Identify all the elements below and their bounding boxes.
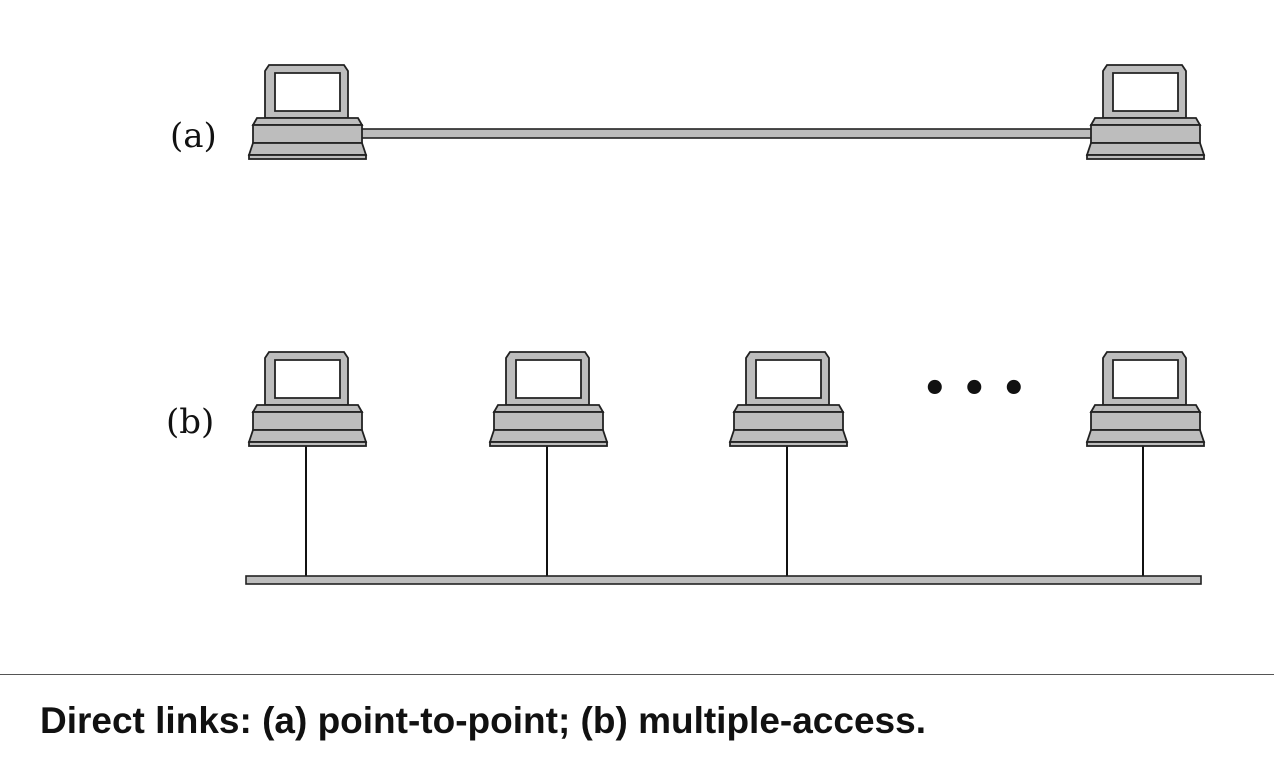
figure-caption: Direct links: (a) point-to-point; (b) mu…: [40, 700, 926, 741]
panel-b-label: (b): [166, 402, 214, 442]
computer-icon: [1086, 351, 1205, 447]
computer-icon: [248, 64, 367, 160]
ellipsis: • • •: [922, 366, 1027, 412]
panel-a: (a): [170, 64, 1205, 160]
computer-icon: [248, 351, 367, 447]
network-diagram: (a) (b) • • •: [166, 64, 1205, 585]
panel-b: (b) • • •: [166, 351, 1205, 585]
panel-a-label: (a): [170, 116, 217, 156]
point-to-point-link: [359, 128, 1093, 139]
shared-bus: [245, 575, 1202, 585]
computer-icon: [489, 351, 608, 447]
computer-icon: [1086, 64, 1205, 160]
computer-icon: [729, 351, 848, 447]
caption-divider: [0, 674, 1274, 675]
